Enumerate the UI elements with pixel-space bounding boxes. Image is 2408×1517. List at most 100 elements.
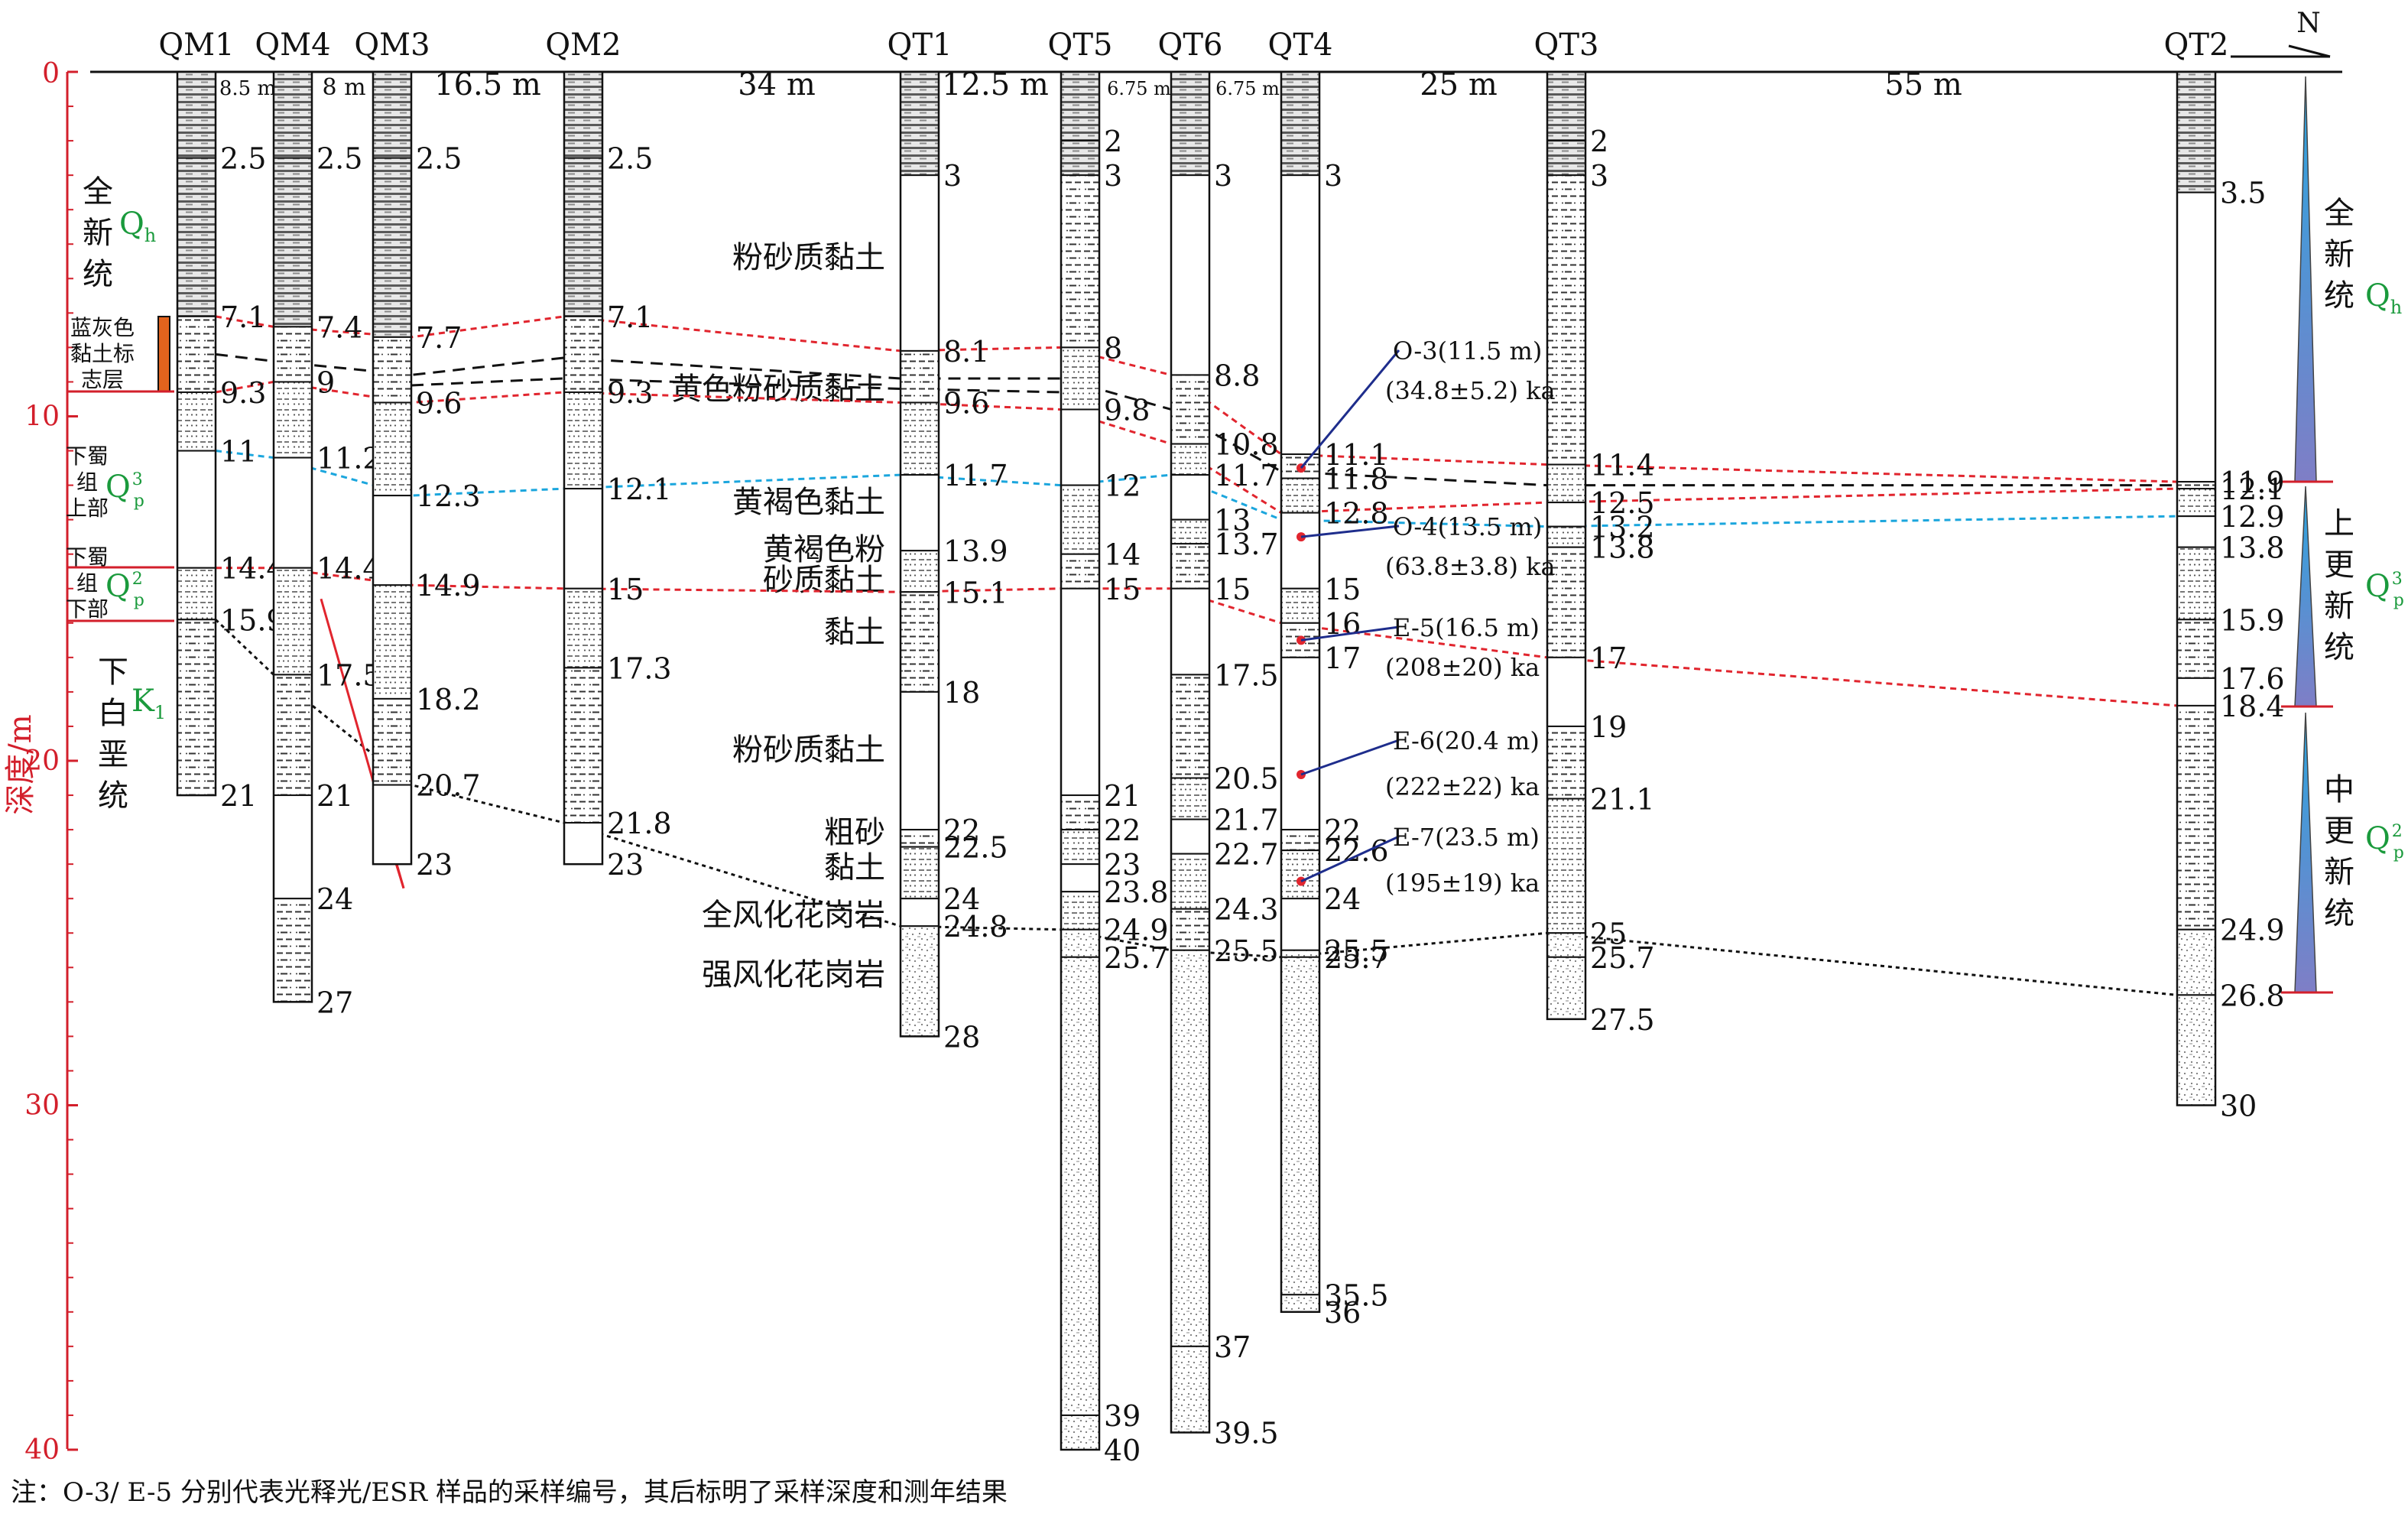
layer xyxy=(900,925,940,1038)
layer xyxy=(900,550,940,593)
depth-mark: 25 xyxy=(1590,917,1627,950)
lith-label-8: 粗砂 xyxy=(824,815,885,850)
left-marker-line-2: 黏土标 xyxy=(70,341,135,366)
left-k1-char-3: 垩 xyxy=(98,737,128,772)
depth-mark: 13.7 xyxy=(1214,528,1279,561)
borehole-name: QT1 xyxy=(888,28,952,63)
layer xyxy=(1060,587,1100,797)
borehole-qt2: QT23.511.912.112.913.815.917.618.424.926… xyxy=(2164,28,2285,1123)
depth-mark: 3 xyxy=(1214,159,1232,193)
left-qh-char-1: 全 xyxy=(83,174,113,210)
layer xyxy=(1546,656,1586,727)
lith-label-11: 强风化花岗岩 xyxy=(702,957,885,992)
lith-label-2: 黄色粉砂质黏土 xyxy=(671,372,885,407)
borehole-qt4: QT4311.111.812.81516172222.62425.525.735… xyxy=(1268,28,1389,1330)
layer xyxy=(1170,587,1210,676)
sample-e-6: E-6(20.4 m)(222±22) ka xyxy=(1296,726,1540,801)
depth-mark: 2.5 xyxy=(607,142,653,176)
depth-mark: 9.3 xyxy=(220,376,266,410)
layer xyxy=(1280,71,1320,177)
borehole-name: QM1 xyxy=(158,28,234,63)
layer xyxy=(2176,704,2216,931)
layer xyxy=(2176,994,2216,1106)
qp2-wedge xyxy=(2294,712,2317,993)
sample-e-7: E-7(23.5 m)(195±19) ka xyxy=(1296,823,1540,898)
layer xyxy=(2176,481,2216,490)
depth-mark: 3 xyxy=(943,159,962,193)
depth-mark: 11.8 xyxy=(1324,463,1389,496)
depth-mark: 24.9 xyxy=(1104,914,1169,947)
layer xyxy=(1060,928,1100,958)
layer xyxy=(1060,891,1100,931)
layer xyxy=(563,488,603,590)
footnote: 注：O-3/ E-5 分别代表光释光/ESR 样品的采样编号，其后标明了采样深度… xyxy=(11,1477,1008,1508)
layer xyxy=(1060,346,1100,411)
dating-samples: O-3(11.5 m)(34.8±5.2) kaO-4(13.5 m)(63.8… xyxy=(1296,336,1556,898)
depth-mark: 23.8 xyxy=(1104,875,1169,909)
depth-mark: 12.9 xyxy=(2220,500,2285,534)
depth-mark: 11 xyxy=(220,435,257,469)
sample-id: O-3(11.5 m) xyxy=(1393,336,1542,365)
marker-bed-mid-1 xyxy=(215,352,2177,487)
layer xyxy=(1170,949,1210,1347)
layer xyxy=(1280,956,1320,1296)
depth-mark: 23 xyxy=(607,848,644,882)
depth-mark: 14.4 xyxy=(316,552,381,586)
depth-mark: 25.7 xyxy=(1104,941,1169,975)
layer xyxy=(177,71,216,159)
layer xyxy=(900,846,940,900)
layer xyxy=(1546,502,1586,528)
layer xyxy=(372,157,412,338)
left-k1-symbol: K1 xyxy=(131,684,166,723)
borehole-outline xyxy=(1546,70,1587,1021)
layer xyxy=(1060,174,1100,349)
layer xyxy=(563,587,603,669)
borehole-name: QM2 xyxy=(545,28,621,63)
north-arrow: N xyxy=(2231,8,2331,58)
spacing-1: 8.5 m xyxy=(219,77,276,100)
borehole-name: QT3 xyxy=(1534,28,1599,63)
right-qp2-char-2: 更 xyxy=(2324,814,2354,849)
layer xyxy=(2176,677,2216,707)
layer xyxy=(900,591,940,693)
borehole-name: QT2 xyxy=(2164,28,2229,63)
left-marker-line-3: 志层 xyxy=(81,367,124,392)
depth-mark: 22.5 xyxy=(943,831,1008,865)
sample-id: E-7(23.5 m) xyxy=(1393,823,1540,852)
sample-leader xyxy=(1300,835,1400,883)
layer xyxy=(1546,71,1586,142)
layer xyxy=(900,401,940,476)
depth-mark: 13 xyxy=(1214,504,1251,538)
left-qp3-line-1: 下蜀 xyxy=(66,443,109,469)
depth-mark: 21.7 xyxy=(1214,804,1279,837)
lith-label-6: 黏土 xyxy=(824,615,885,650)
depth-mark: 25.5 xyxy=(1214,934,1279,968)
layer xyxy=(900,174,940,352)
depth-mark: 36 xyxy=(1324,1296,1361,1330)
depth-mark: 23 xyxy=(1104,848,1141,882)
layer xyxy=(563,391,603,490)
right-qp3-char-4: 统 xyxy=(2324,630,2354,665)
layer xyxy=(372,336,412,404)
depth-mark: 11.7 xyxy=(1214,459,1279,492)
layer xyxy=(1280,829,1320,852)
left-qp2-line-3: 下部 xyxy=(66,596,109,622)
borehole-qt6: QT638.810.811.71313.71517.520.521.722.72… xyxy=(1158,28,1279,1450)
lith-label-7: 粉砂质黏土 xyxy=(732,733,885,768)
depth-mark: 20.7 xyxy=(416,769,481,803)
depth-mark: 7.1 xyxy=(607,300,653,334)
layer xyxy=(1546,525,1586,548)
depth-mark: 17.5 xyxy=(1214,658,1279,692)
spacing-5: 12.5 m xyxy=(942,67,1049,102)
layer xyxy=(1546,797,1586,934)
layer xyxy=(273,567,313,676)
depth-mark: 21.1 xyxy=(1590,783,1655,817)
layer xyxy=(273,326,313,383)
